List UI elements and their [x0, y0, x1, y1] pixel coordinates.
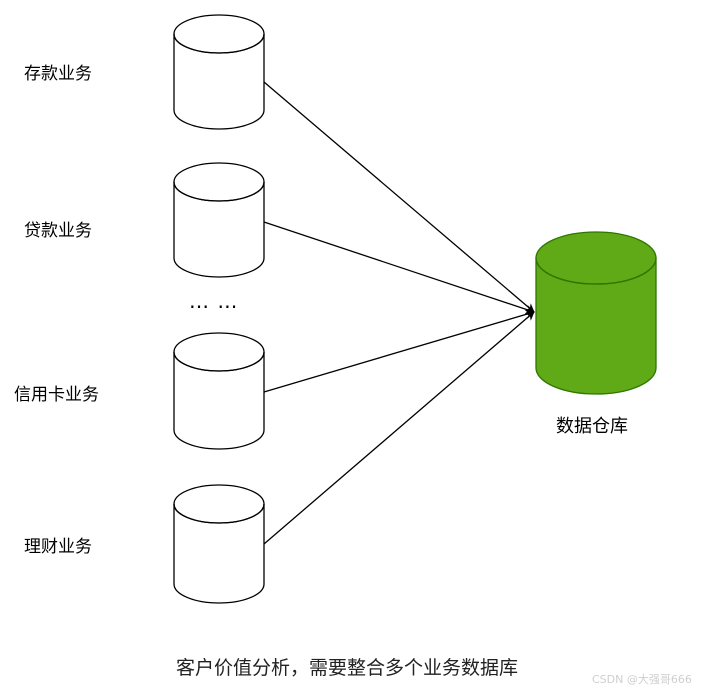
- database-warehouse: [535, 231, 657, 395]
- database-body: [173, 504, 265, 604]
- database-credit-card: [173, 332, 265, 450]
- database-deposit: [173, 14, 265, 130]
- more-sources-ellipsis: … …: [189, 289, 238, 313]
- source-label-loan: 贷款业务: [24, 221, 92, 241]
- database-rim: [173, 503, 265, 524]
- database-body: [173, 182, 265, 278]
- connector-wealth: [263, 311, 535, 545]
- source-label-wealth: 理财业务: [24, 537, 92, 557]
- database-wealth: [173, 484, 265, 604]
- warehouse-rim: [535, 257, 657, 285]
- connector-deposit: [263, 81, 535, 313]
- database-rim: [173, 181, 265, 202]
- database-rim: [173, 33, 265, 54]
- database-body: [173, 352, 265, 450]
- diagram-caption: 客户价值分析，需要整合多个业务数据库: [176, 657, 518, 679]
- connector-loan: [263, 221, 535, 314]
- connector-credit-card: [263, 309, 535, 393]
- database-loan: [173, 162, 265, 278]
- warehouse-body: [535, 258, 657, 395]
- watermark: CSDN @大强哥666: [592, 672, 692, 686]
- target-label-warehouse: 数据仓库: [556, 416, 628, 437]
- database-rim: [173, 351, 265, 372]
- database-body: [173, 34, 265, 130]
- source-label-deposit: 存款业务: [24, 64, 92, 84]
- source-label-credit-card: 信用卡业务: [14, 385, 99, 405]
